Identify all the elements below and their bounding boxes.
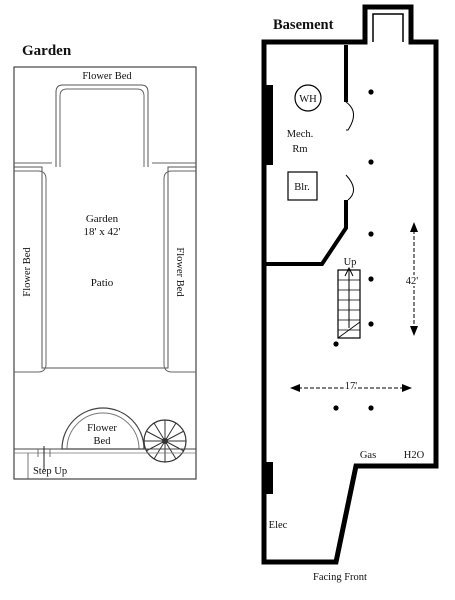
wall-chase-bottom: [264, 462, 273, 494]
light-well: [372, 13, 404, 42]
garden-bottom-flower-bed: [61, 407, 145, 450]
flower-bed-bottom-label-line2: Bed: [94, 436, 112, 447]
water-label: H2O: [404, 450, 425, 461]
boiler-icon: [287, 171, 318, 201]
water-heater-icon: [294, 84, 322, 112]
mech-room-door: [345, 101, 354, 201]
wall-chase-top: [264, 85, 273, 165]
flower-bed-bottom-label-line1: Flower: [87, 423, 117, 434]
stairs-up-label: Up: [344, 257, 357, 268]
patio-label: Patio: [91, 277, 114, 289]
flower-bed-right-label: Flower Bed: [174, 247, 185, 297]
width-dimension-arrow: [290, 384, 412, 392]
garden-dimensions-label: 18' x 42': [84, 226, 121, 238]
garden-name-label: Garden: [86, 213, 119, 225]
stairs-icon: [337, 266, 361, 339]
electric-label: Elec: [269, 520, 288, 531]
flower-bed-top-label: Flower Bed: [82, 71, 132, 82]
water-heater-label: WH: [299, 94, 317, 105]
boiler-label: Blr.: [294, 182, 309, 193]
garden-title: Garden: [22, 43, 72, 59]
garden-path-outer: [14, 84, 196, 369]
basement-outer-wall: [261, 4, 439, 565]
length-dimension-arrow: [410, 222, 418, 336]
light-fixtures: [333, 89, 374, 411]
flower-bed-left-label: Flower Bed: [22, 247, 33, 297]
garden-outline: [13, 66, 197, 480]
length-label: 42': [406, 276, 419, 287]
gas-label: Gas: [360, 450, 376, 461]
width-label: 17': [345, 381, 358, 392]
garden-path-inner: [14, 88, 196, 373]
basement-plan: Basement WH Mech. Rm Blr.: [261, 4, 439, 583]
step-up-label: Step Up: [33, 466, 67, 477]
spiral-stair-icon: [143, 419, 187, 463]
garden-plan: Garden: [13, 43, 197, 480]
facing-front-label: Facing Front: [313, 572, 367, 583]
mech-room-wall: [266, 45, 348, 266]
mech-room-label-line2: Rm: [292, 144, 307, 155]
garden-bottom-flower-bed-inner: [66, 412, 140, 450]
basement-title: Basement: [273, 17, 334, 33]
mech-room-label-line1: Mech.: [287, 129, 314, 140]
